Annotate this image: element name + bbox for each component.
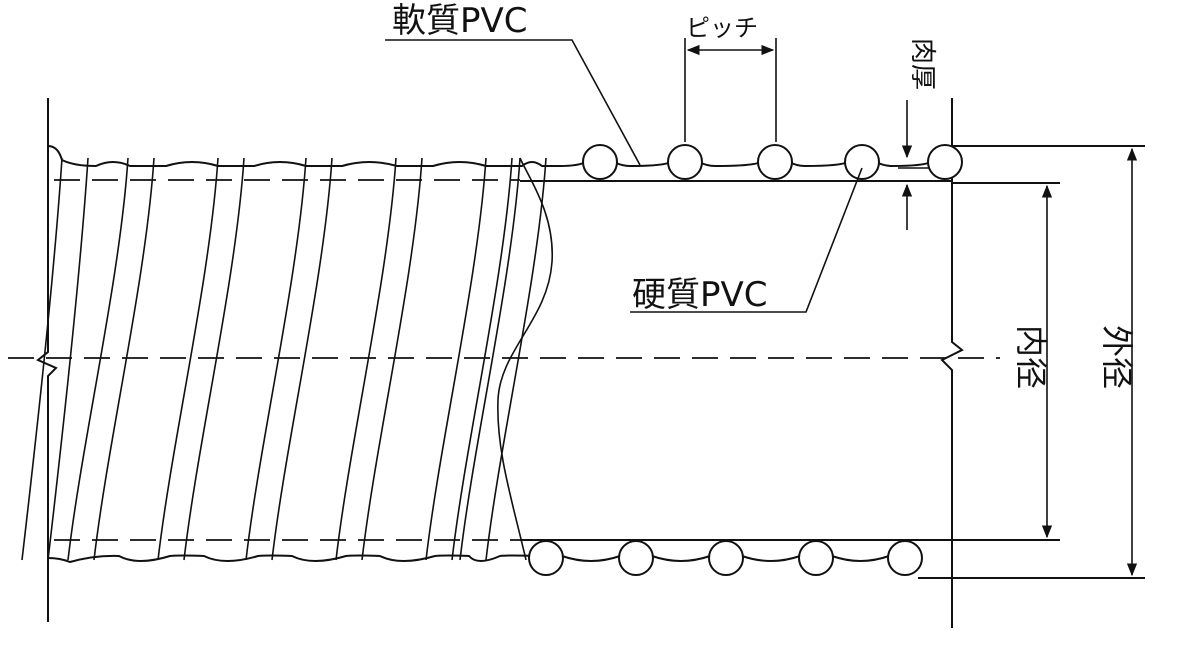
helix-wire-line	[335, 157, 397, 561]
hard-pvc-label: 硬質PVC	[632, 275, 768, 315]
helix-wire-line	[67, 157, 129, 561]
wire-section-circle	[798, 540, 834, 576]
helix-wire-line	[451, 157, 513, 561]
helix-wires	[21, 157, 547, 561]
left-end-line	[36, 98, 58, 622]
outer-bottom-profile	[47, 554, 890, 564]
helix-wire-line	[93, 157, 155, 561]
inner-diameter-label: 内径	[1012, 325, 1050, 389]
helix-wire-line	[485, 157, 547, 561]
wire-section-circle	[708, 540, 744, 576]
hard-pvc-leader	[630, 167, 863, 313]
wire-section-circle	[582, 144, 618, 180]
pitch-label: ピッチ	[686, 14, 758, 42]
helix-wire-line	[21, 157, 63, 561]
helix-wire-line	[245, 157, 307, 561]
helix-wire-line	[183, 157, 245, 561]
wire-section-circle	[887, 540, 923, 576]
helix-wire-line	[425, 157, 487, 561]
wire-section-circle	[844, 144, 880, 180]
wire-section-circle	[927, 144, 963, 180]
helix-wire-line	[271, 157, 333, 561]
hard-pvc-wire-sections	[528, 144, 963, 576]
wire-section-circle	[618, 540, 654, 576]
helix-wire-line	[361, 157, 423, 561]
section-cut-curve	[497, 157, 553, 561]
outer-top-profile	[47, 145, 932, 168]
wire-section-circle	[667, 144, 703, 180]
helix-wire-line	[157, 157, 219, 561]
right-end-line	[940, 98, 964, 628]
wire-section-circle	[757, 144, 793, 180]
wire-section-circle	[528, 540, 564, 576]
helix-wire-line	[459, 157, 521, 561]
wall-thickness-label: 肉厚	[907, 38, 937, 90]
soft-pvc-leader	[385, 39, 641, 166]
outer-diameter-label: 外径	[1098, 325, 1136, 389]
helix-wire-line	[47, 157, 89, 561]
soft-pvc-label: 軟質PVC	[392, 1, 528, 41]
